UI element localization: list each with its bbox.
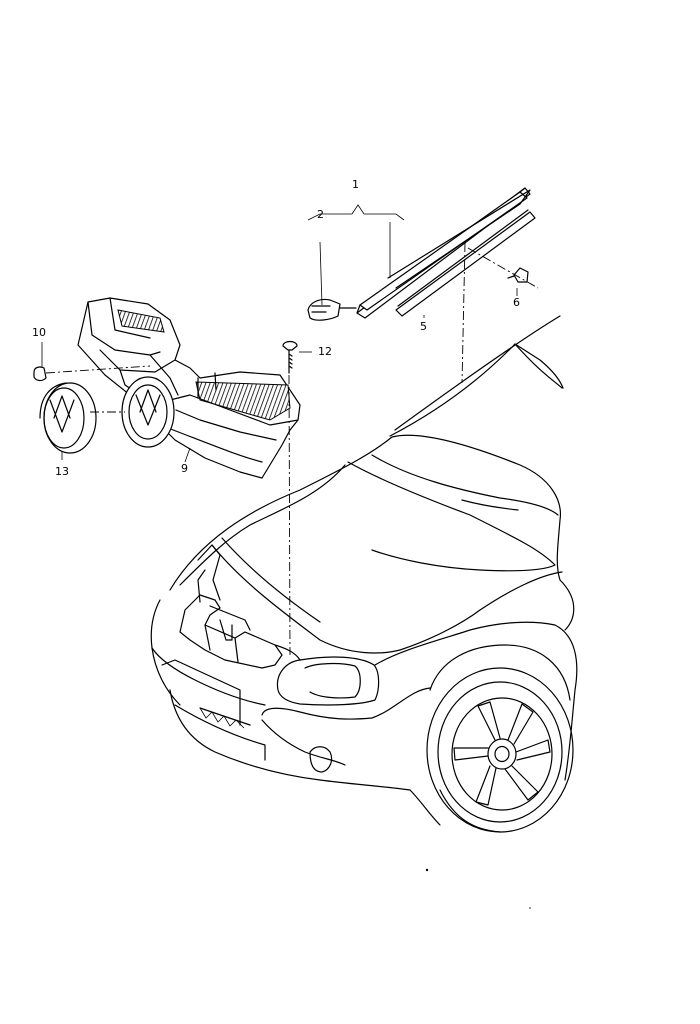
- part-12-screw: [282, 340, 298, 374]
- callout-1: 1: [352, 178, 359, 191]
- lock-carrier: [179, 544, 301, 669]
- callout-10: 10: [32, 326, 46, 339]
- grille-emblem-ring: [121, 376, 175, 448]
- part-13-emblem: [39, 382, 97, 454]
- callout-6: 6: [513, 296, 520, 309]
- callout-2: 2: [317, 208, 324, 221]
- part-10-cap: [33, 366, 47, 382]
- part-9-grille: [77, 297, 301, 479]
- callout-13: 13: [55, 465, 69, 478]
- callout-12: 12: [318, 345, 332, 358]
- part-6-clip: [507, 267, 529, 283]
- callout-9: 9: [181, 462, 188, 475]
- callout-5: 5: [420, 320, 427, 333]
- speck: [425, 868, 429, 872]
- speck: [529, 907, 531, 909]
- part-2-clip: [307, 298, 357, 321]
- part-5-seal-strip: [395, 209, 536, 317]
- car-body: [150, 315, 578, 833]
- leader-lines: [41, 204, 539, 656]
- part-1-wiper-strip: [356, 187, 531, 319]
